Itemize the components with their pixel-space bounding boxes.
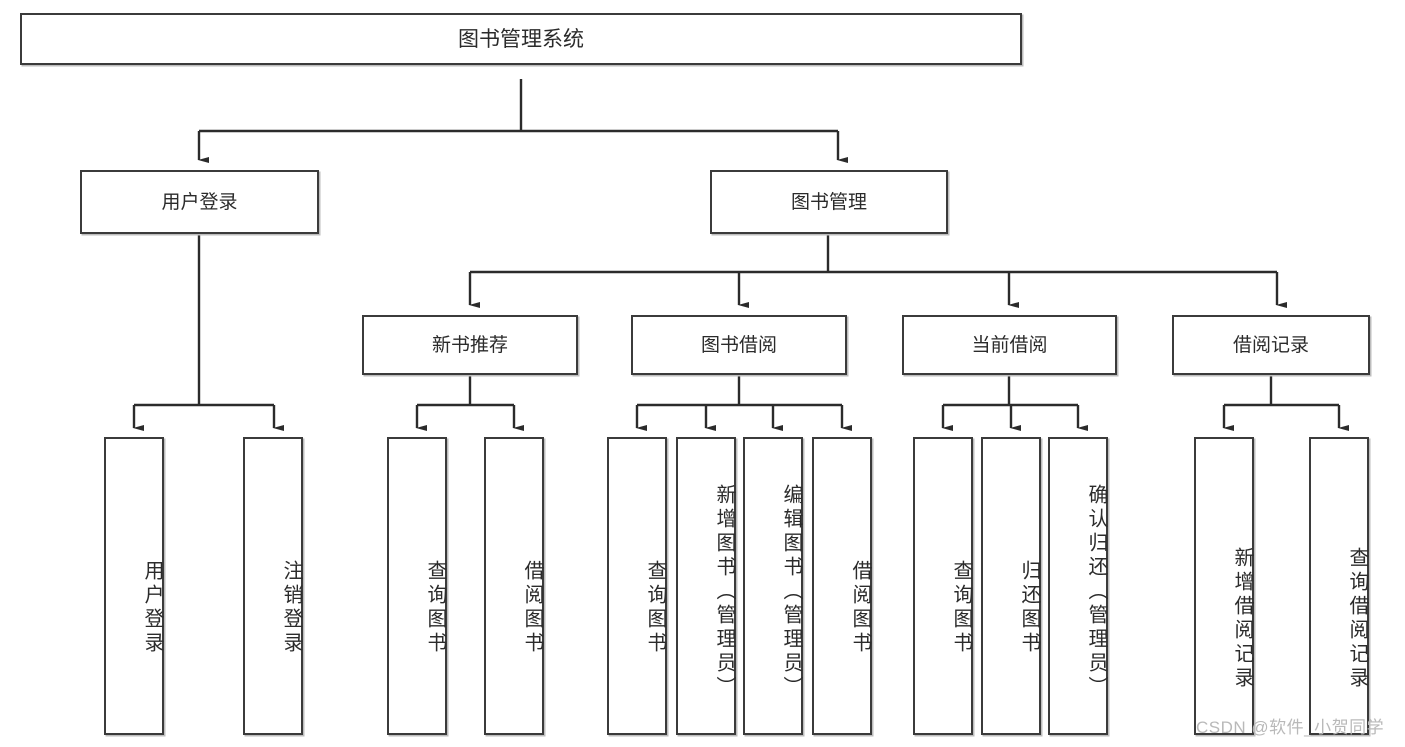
leaf-query-borrow-record[interactable]: 查询借阅记录 [1309,437,1369,735]
leaf-edit-book[interactable]: 编辑图书（管理员） [743,437,803,735]
leaf-user-login[interactable]: 用户登录 [104,437,164,735]
node-label: 借阅图书 [521,560,543,656]
node-label: 借阅图书 [849,560,871,656]
leaf-return-book[interactable]: 归还图书 [981,437,1041,735]
node-label: 归还图书 [1018,560,1040,656]
node-borrow-record[interactable]: 借阅记录 [1172,315,1370,375]
leaf-confirm-return[interactable]: 确认归还（管理员） [1048,437,1108,735]
node-user-login[interactable]: 用户登录 [80,170,319,234]
node-label: 图书借阅 [700,334,777,356]
node-label: 查询图书 [950,560,972,656]
leaf-query-book-borrow[interactable]: 查询图书 [607,437,667,735]
node-book-borrow[interactable]: 图书借阅 [631,315,847,375]
node-label: 确认归还（管理员） [1085,484,1107,700]
leaf-logout-login[interactable]: 注销登录 [243,437,303,735]
node-label: 图书管理 [790,191,867,213]
node-label: 新增图书（管理员） [713,484,735,700]
node-label: 新书推荐 [431,334,508,356]
node-label: 编辑图书（管理员） [780,484,802,700]
node-current-borrow[interactable]: 当前借阅 [902,315,1117,375]
leaf-add-borrow-record[interactable]: 新增借阅记录 [1194,437,1254,735]
leaf-query-book-current[interactable]: 查询图书 [913,437,973,735]
leaf-borrow-book-recommend[interactable]: 借阅图书 [484,437,544,735]
node-label: 借阅记录 [1232,334,1309,356]
node-label: 新增借阅记录 [1231,547,1253,691]
leaf-borrow-book[interactable]: 借阅图书 [812,437,872,735]
node-label: 当前借阅 [971,334,1048,356]
node-label: 查询图书 [644,560,666,656]
node-label: 查询图书 [424,560,446,656]
node-root-system[interactable]: 图书管理系统 [20,13,1022,65]
leaf-query-book-recommend[interactable]: 查询图书 [387,437,447,735]
node-label: 用户登录 [141,560,163,656]
leaf-add-book[interactable]: 新增图书（管理员） [676,437,736,735]
node-label: 查询借阅记录 [1346,547,1368,691]
node-label: 图书管理系统 [458,27,584,51]
watermark-text: CSDN @软件_小贺同学 [1196,718,1385,737]
node-label: 注销登录 [280,560,302,656]
node-label: 用户登录 [161,191,238,213]
node-book-management[interactable]: 图书管理 [710,170,948,234]
node-new-book-recommend[interactable]: 新书推荐 [362,315,578,375]
